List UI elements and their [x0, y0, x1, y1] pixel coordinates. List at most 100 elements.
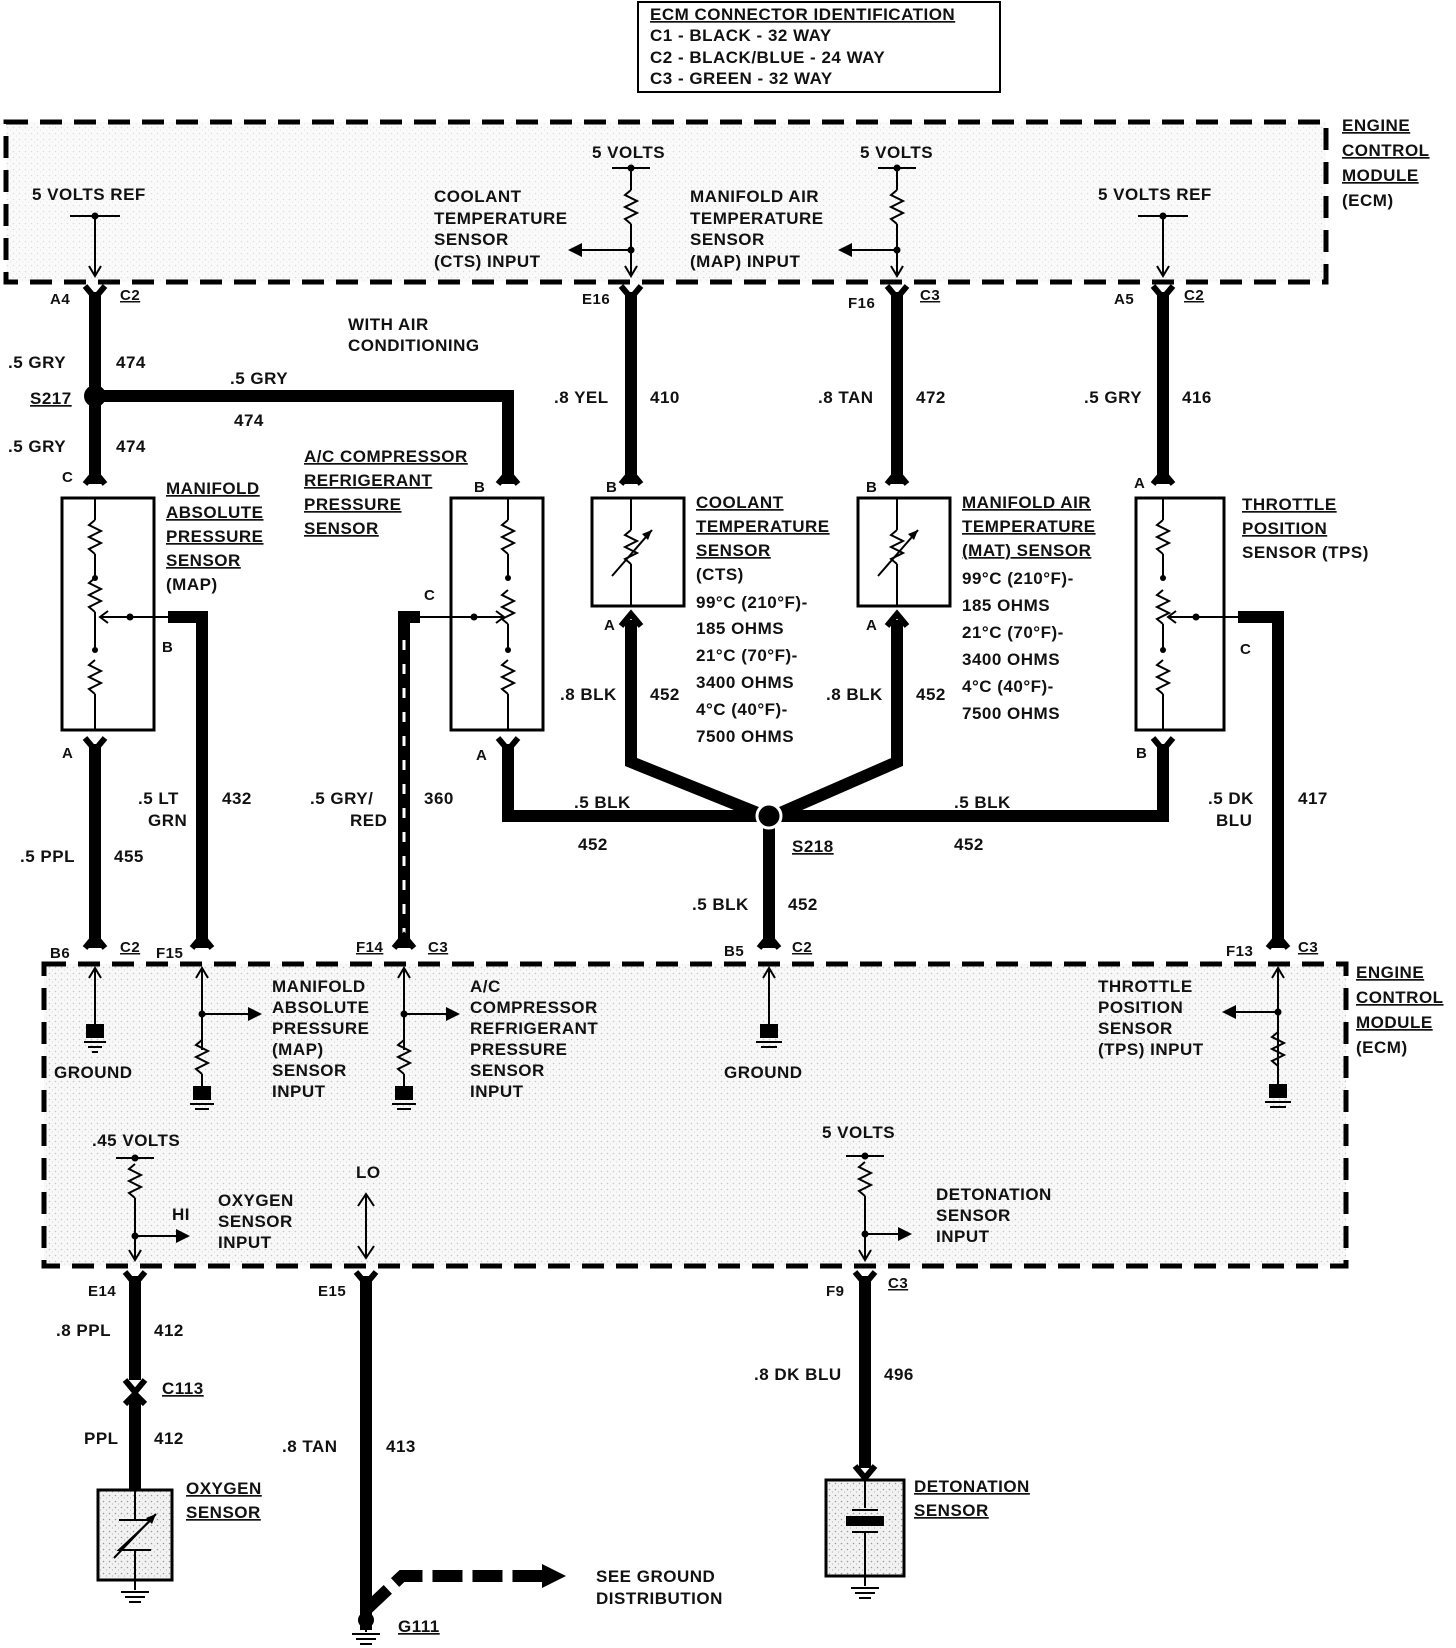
w360-1: .5 GRY/: [310, 789, 373, 808]
w412b: PPL: [84, 1429, 119, 1448]
w496: .8 DK BLU: [754, 1365, 842, 1384]
map-pin-c: C: [62, 469, 73, 486]
w416: .5 GRY: [1084, 388, 1142, 407]
n416: 416: [1182, 388, 1212, 407]
mat-spec-5: 4°C (40°F)-: [962, 677, 1054, 696]
pin-a5-conn: C2: [1184, 287, 1204, 304]
ref-left-symbol: [70, 212, 120, 278]
upper-wire-labels: .5 GRY 474 S217 .5 GRY 474 .5 GRY 474 WI…: [8, 315, 1212, 456]
map-input-3: PRESSURE: [272, 1019, 370, 1038]
pin-f9-conn: C3: [888, 1275, 908, 1292]
legend-c1: C1 - BLACK - 32 WAY: [650, 26, 832, 45]
pin-f16: F16: [848, 295, 875, 312]
middle-wire-labels: .5 PPL 455 .5 LT GRN 432 .5 GRY/ RED 360…: [20, 685, 1327, 914]
upper-wires: [82, 284, 1176, 486]
mat-input-4: (MAP) INPUT: [690, 252, 800, 271]
pin-b5: B5: [724, 943, 744, 960]
cts-spec-6: 7500 OHMS: [696, 727, 794, 746]
n455: 455: [114, 847, 144, 866]
ac-pin-b: B: [474, 479, 485, 496]
n410: 410: [650, 388, 680, 407]
pin-e15: E15: [318, 1283, 346, 1300]
w413: .8 TAN: [282, 1437, 338, 1456]
ground-mid-label: GROUND: [724, 1063, 803, 1082]
n452c: 452: [578, 835, 608, 854]
map-label-4: SENSOR: [166, 551, 241, 570]
w417-1: .5 DK: [1208, 789, 1254, 808]
map-input-5: SENSOR: [272, 1061, 347, 1080]
mat-spec-1: 99°C (210°F)-: [962, 569, 1074, 588]
w452d: .5 BLK: [954, 793, 1011, 812]
mat-input-2: TEMPERATURE: [690, 209, 824, 228]
ground-left-symbol: [84, 966, 106, 1053]
w474b: .5 GRY: [230, 369, 288, 388]
n452b: 452: [916, 685, 946, 704]
pin-f9: F9: [826, 1283, 845, 1300]
mat-spec-3: 21°C (70°F)-: [962, 623, 1064, 642]
n496: 496: [884, 1365, 914, 1384]
lower-wires: C113 .8 PPL 412 PPL 412 .8 TAN 413 SEE G…: [56, 1270, 914, 1645]
n452a: 452: [650, 685, 680, 704]
det-input-1: DETONATION: [936, 1185, 1052, 1204]
lo-reference: LO: [356, 1163, 380, 1260]
map-label-5: (MAP): [166, 575, 218, 594]
cts-spec-5: 4°C (40°F)-: [696, 700, 788, 719]
ac-pin-a: A: [476, 747, 487, 764]
pin-f13-conn: C3: [1298, 939, 1318, 956]
middle-wires: [82, 609, 1291, 950]
mat-pullup-resistor: [838, 164, 916, 278]
map-input-circuit: [190, 966, 262, 1110]
ground-mid-symbol: [756, 966, 782, 1048]
map-label-3: PRESSURE: [166, 527, 264, 546]
n452d: 452: [954, 835, 984, 854]
cts-input-3: SENSOR: [434, 230, 509, 249]
tps-pin-c: C: [1240, 641, 1251, 658]
legend-c3: C3 - GREEN - 32 WAY: [650, 69, 833, 88]
n452e: 452: [788, 895, 818, 914]
ecm-bottom-label-2: CONTROL: [1356, 988, 1444, 1007]
volts45-label: .45 VOLTS: [92, 1131, 180, 1150]
ground-g111-symbol: [352, 1612, 380, 1645]
det-input-2: SENSOR: [936, 1206, 1011, 1225]
pin-a5: A5: [1114, 291, 1134, 308]
map-input-6: INPUT: [272, 1082, 326, 1101]
mat-spec-6: 7500 OHMS: [962, 704, 1060, 723]
n360: 360: [424, 789, 454, 808]
ac-input-4: PRESSURE: [470, 1040, 568, 1059]
manifold-air-temp-sensor: B A MANIFOLD AIR TEMPERATURE (MAT) SENSO…: [856, 479, 1096, 723]
tps-label-3: SENSOR (TPS): [1242, 543, 1369, 562]
tps-input-4: (TPS) INPUT: [1098, 1040, 1204, 1059]
w417-2: BLU: [1216, 811, 1252, 830]
tps-input-2: POSITION: [1098, 998, 1183, 1017]
n413: 413: [386, 1437, 416, 1456]
w410: .8 YEL: [554, 388, 609, 407]
mat-spec-2: 185 OHMS: [962, 596, 1050, 615]
tps-input-3: SENSOR: [1098, 1019, 1173, 1038]
ac-input-2: COMPRESSOR: [470, 998, 598, 1017]
mat-label-1: MANIFOLD AIR: [962, 493, 1091, 512]
mat-label-3: (MAT) SENSOR: [962, 541, 1091, 560]
ref-right-label: 5 VOLTS REF: [1098, 185, 1212, 204]
w412a: .8 PPL: [56, 1321, 111, 1340]
mat-label-2: TEMPERATURE: [962, 517, 1096, 536]
mat-input-1: MANIFOLD AIR: [690, 187, 819, 206]
cts-spec-4: 3400 OHMS: [696, 673, 794, 692]
ac-label-4: SENSOR: [304, 519, 379, 538]
splice-s218: [755, 802, 783, 830]
w474a: .5 GRY: [8, 353, 66, 372]
tps-input-1: THROTTLE: [1098, 977, 1193, 996]
ecm-bottom-label-4: (ECM): [1356, 1038, 1408, 1057]
splice-s217-label: S217: [30, 389, 72, 408]
ac-input-3: REFRIGERANT: [470, 1019, 598, 1038]
n474c: 474: [116, 437, 146, 456]
volts5-label: 5 VOLTS: [822, 1123, 895, 1142]
w452a: .8 BLK: [560, 685, 617, 704]
ac-input-circuit: [392, 966, 460, 1110]
cts-label-4: (CTS): [696, 565, 744, 584]
pin-b6-conn: C2: [120, 939, 140, 956]
n432: 432: [222, 789, 252, 808]
cts-pullup-resistor: [568, 164, 650, 278]
pin-f13: F13: [1226, 943, 1253, 960]
splice-s218-label: S218: [792, 837, 834, 856]
